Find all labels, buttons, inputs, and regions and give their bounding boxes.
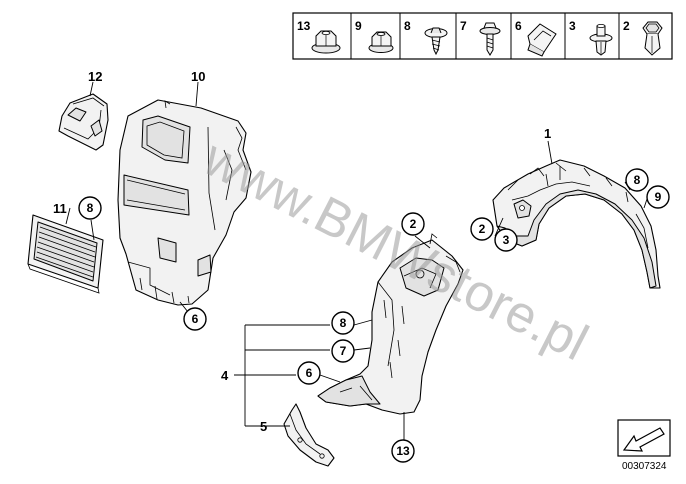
body-screw-icon	[479, 22, 501, 56]
self-tapping-screw-icon	[424, 27, 448, 56]
svg-text:3: 3	[503, 233, 510, 247]
legend-number: 6	[515, 19, 522, 33]
svg-text:8: 8	[634, 173, 641, 187]
hex-nut-icon	[368, 31, 394, 53]
part-5-bracket	[283, 403, 335, 467]
part-1-wheel-arch-liner	[492, 159, 661, 289]
part-10-wheel-arch-panel	[117, 99, 252, 306]
fastener-legend-table: 13 9 8 7 6 3 2	[292, 12, 673, 60]
legend-number: 13	[297, 19, 311, 33]
legend-number: 9	[355, 19, 362, 33]
part-12-access-cover	[58, 93, 109, 151]
svg-text:9: 9	[655, 190, 662, 204]
svg-text:6: 6	[306, 366, 313, 380]
callout-13-bottom: 13	[391, 439, 415, 463]
legend-number: 8	[404, 19, 411, 33]
leader-lines	[65, 81, 649, 440]
flange-nut-icon	[311, 30, 341, 54]
legend-number: 3	[569, 19, 576, 33]
callout-8-right: 8	[625, 168, 649, 192]
svg-text:6: 6	[192, 312, 199, 326]
reference-arrow-box	[617, 419, 671, 457]
part-label-10: 10	[191, 69, 205, 84]
spring-clip-icon	[527, 23, 557, 57]
part-label-12: 12	[88, 69, 102, 84]
part-label-4: 4	[221, 368, 229, 383]
diagram-reference-number: 00307324	[622, 461, 667, 472]
svg-text:8: 8	[340, 316, 347, 330]
callout-9-right: 9	[646, 185, 670, 209]
svg-text:13: 13	[396, 444, 410, 458]
plastic-nut-icon	[642, 21, 663, 56]
part-4-lower-arch-trim	[317, 233, 464, 415]
callout-6-mid: 6	[297, 361, 321, 385]
svg-text:2: 2	[410, 217, 417, 231]
part-11-grille-filter	[27, 214, 104, 294]
callout-8-left: 8	[78, 196, 102, 220]
part-label-1: 1	[544, 126, 551, 141]
part-label-11: 11	[53, 201, 67, 216]
callout-6-left: 6	[183, 307, 207, 331]
part-label-5: 5	[260, 419, 267, 434]
svg-text:7: 7	[340, 344, 347, 358]
expanding-rivet-icon	[589, 23, 613, 56]
legend-number: 7	[460, 19, 467, 33]
legend-number: 2	[623, 19, 630, 33]
callout-2-mid: 2	[401, 212, 425, 236]
callout-3-right: 3	[494, 228, 518, 252]
callout-8-mid: 8	[331, 311, 355, 335]
callout-7-mid: 7	[331, 339, 355, 363]
callout-2-right: 2	[470, 217, 494, 241]
svg-text:8: 8	[87, 201, 94, 215]
svg-text:2: 2	[479, 222, 486, 236]
